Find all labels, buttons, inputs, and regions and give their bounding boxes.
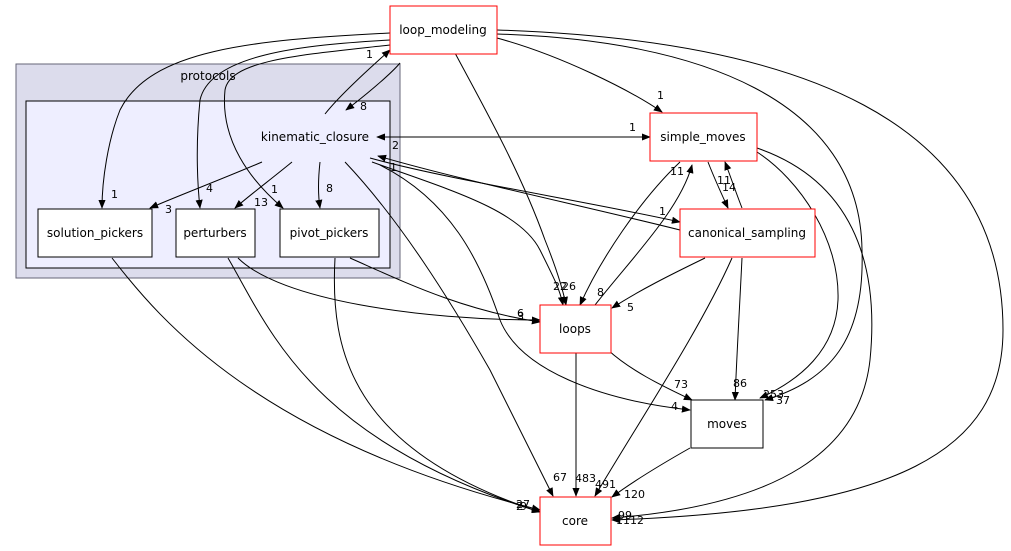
edge-label-canon-kc: 1 <box>390 161 397 174</box>
edge-moves-core <box>611 447 691 498</box>
node-perturbers[interactable]: perturbers <box>175 208 256 258</box>
edge-pivot-pickers-loops <box>349 257 541 325</box>
edge-label-lm-simple: 1 <box>657 89 664 102</box>
edge-canonical-sampling-core <box>594 257 733 497</box>
edge-kinematic-closure-solution-pickers <box>149 161 263 209</box>
node-loop-modeling[interactable]: loop_modeling <box>389 5 498 55</box>
edge-kinematic-closure-pivot-pickers <box>315 161 323 209</box>
edge-labels: 1 8 1 4 13 1 22 37 1112 1 2 3 1 8 1 1 26… <box>111 48 790 527</box>
node-label: core <box>562 514 588 528</box>
edge-label-kc-lm: 8 <box>360 100 367 113</box>
node-label: canonical_sampling <box>688 226 806 240</box>
edge-simple-moves-loops <box>579 161 681 306</box>
edge-loop-modeling-moves <box>496 33 863 402</box>
edge-label-simple-moves: 253 <box>763 388 784 401</box>
node-core[interactable]: core <box>539 496 612 546</box>
edge-label-kc-moves: 4 <box>671 400 678 413</box>
node-moves[interactable]: moves <box>690 399 764 449</box>
edge-label-lm-pert: 4 <box>206 182 213 195</box>
node-solution-pickers[interactable]: solution_pickers <box>37 208 153 258</box>
edge-canonical-sampling-kinematic-closure <box>377 154 681 231</box>
edge-label-pivot-loops: 3 <box>517 310 524 323</box>
node-pivot-pickers[interactable]: pivot_pickers <box>279 208 380 258</box>
edge-label-lm-loops: 22 <box>553 280 567 293</box>
edge-perturbers-loops <box>237 257 541 324</box>
edge-loop-modeling-pivot-pickers <box>223 44 391 209</box>
edge-loop-modeling-core <box>496 29 1004 524</box>
edge-label-pert-core: 2 <box>516 500 523 513</box>
edge-label-loops-simple: 11 <box>670 165 684 178</box>
edge-simple-moves-canonical-sampling <box>707 161 729 209</box>
edge-kinematic-closure-perturbers <box>234 161 293 209</box>
edge-kinematic-closure-canonical-sampling <box>369 157 681 224</box>
edge-label-kc-solpick: 3 <box>165 203 172 216</box>
edge-canonical-sampling-simple-moves <box>724 161 743 209</box>
edge-label-canon-simple: 11 <box>717 174 731 187</box>
edge-label-kc-loops: 26 <box>562 280 576 293</box>
edge-kinematic-closure-loop-modeling <box>324 49 391 115</box>
edge-loop-modeling-solution-pickers <box>98 32 391 209</box>
edge-canonical-sampling-loops <box>611 257 706 309</box>
node-label: kinematic_closure <box>261 130 369 144</box>
edge-label-kc-simple: 1 <box>629 121 636 134</box>
edge-loop-modeling-kinematic-closure <box>345 62 401 111</box>
edge-label-kc-pert: 1 <box>271 183 278 196</box>
node-kinematic-closure[interactable]: kinematic_closure <box>261 130 369 144</box>
edge-label-kc-core: 67 <box>553 471 567 484</box>
edge-label-canon-loops: 5 <box>627 301 634 314</box>
edges <box>98 29 1004 524</box>
node-simple-moves[interactable]: simple_moves <box>649 112 758 162</box>
edge-loop-modeling-simple-moves <box>496 37 663 113</box>
edge-label-kc-pivot: 8 <box>326 182 333 195</box>
edge-kinematic-closure-core <box>344 161 554 497</box>
edge-label-canon-moves: 86 <box>733 377 747 390</box>
edge-pivot-pickers-core <box>333 257 541 513</box>
node-label: perturbers <box>183 226 246 240</box>
node-label: solution_pickers <box>47 226 143 240</box>
edge-label-lm-kc: 1 <box>366 48 373 61</box>
edge-label-solpick-core: 27 <box>516 498 530 511</box>
edge-label-simple-canon: 14 <box>722 181 736 194</box>
edge-label-canon-core: 491 <box>595 478 616 491</box>
edge-label-loops-moves: 73 <box>674 378 688 391</box>
edge-loop-modeling-loops <box>454 52 568 306</box>
edge-label-lm-pivot: 13 <box>254 196 268 209</box>
edge-label-loops-core: 483 <box>575 472 596 485</box>
edge-kinematic-closure-loops <box>371 161 565 306</box>
edge-label-pert-loops: 6 <box>517 307 524 320</box>
edge-solution-pickers-core <box>111 257 541 512</box>
edge-label-lm-moves: 37 <box>776 394 790 407</box>
edge-perturbers-core <box>227 257 541 514</box>
node-label: loop_modeling <box>399 23 487 37</box>
edge-label-simple-core: 99 <box>618 509 632 522</box>
node-label: pivot_pickers <box>290 226 369 240</box>
edge-label-lm-core: 1112 <box>616 514 644 527</box>
edge-loop-modeling-perturbers <box>195 39 391 209</box>
edge-loops-simple-moves <box>594 164 694 306</box>
edge-label-moves-core: 120 <box>624 488 645 501</box>
node-label: simple_moves <box>660 130 745 144</box>
edge-simple-moves-moves <box>756 151 839 399</box>
edge-label-simple-loops: 8 <box>597 286 604 299</box>
edge-label-lm-solpick: 1 <box>111 188 118 201</box>
node-label: moves <box>707 417 747 431</box>
edge-simple-moves-core <box>611 147 873 521</box>
node-loops[interactable]: loops <box>539 304 612 354</box>
protocols-cluster-label: protocols <box>180 69 235 83</box>
node-canonical-sampling[interactable]: canonical_sampling <box>679 208 816 258</box>
edge-canonical-sampling-moves <box>731 257 743 401</box>
edge-label-pivot-core: 9 <box>520 500 527 513</box>
edge-kinematic-closure-moves <box>379 164 691 413</box>
node-label: loops <box>559 322 591 336</box>
edge-label-simple-kc: 2 <box>392 139 399 152</box>
edge-loops-moves <box>607 349 693 401</box>
edge-label-kc-canon: 1 <box>659 205 666 218</box>
